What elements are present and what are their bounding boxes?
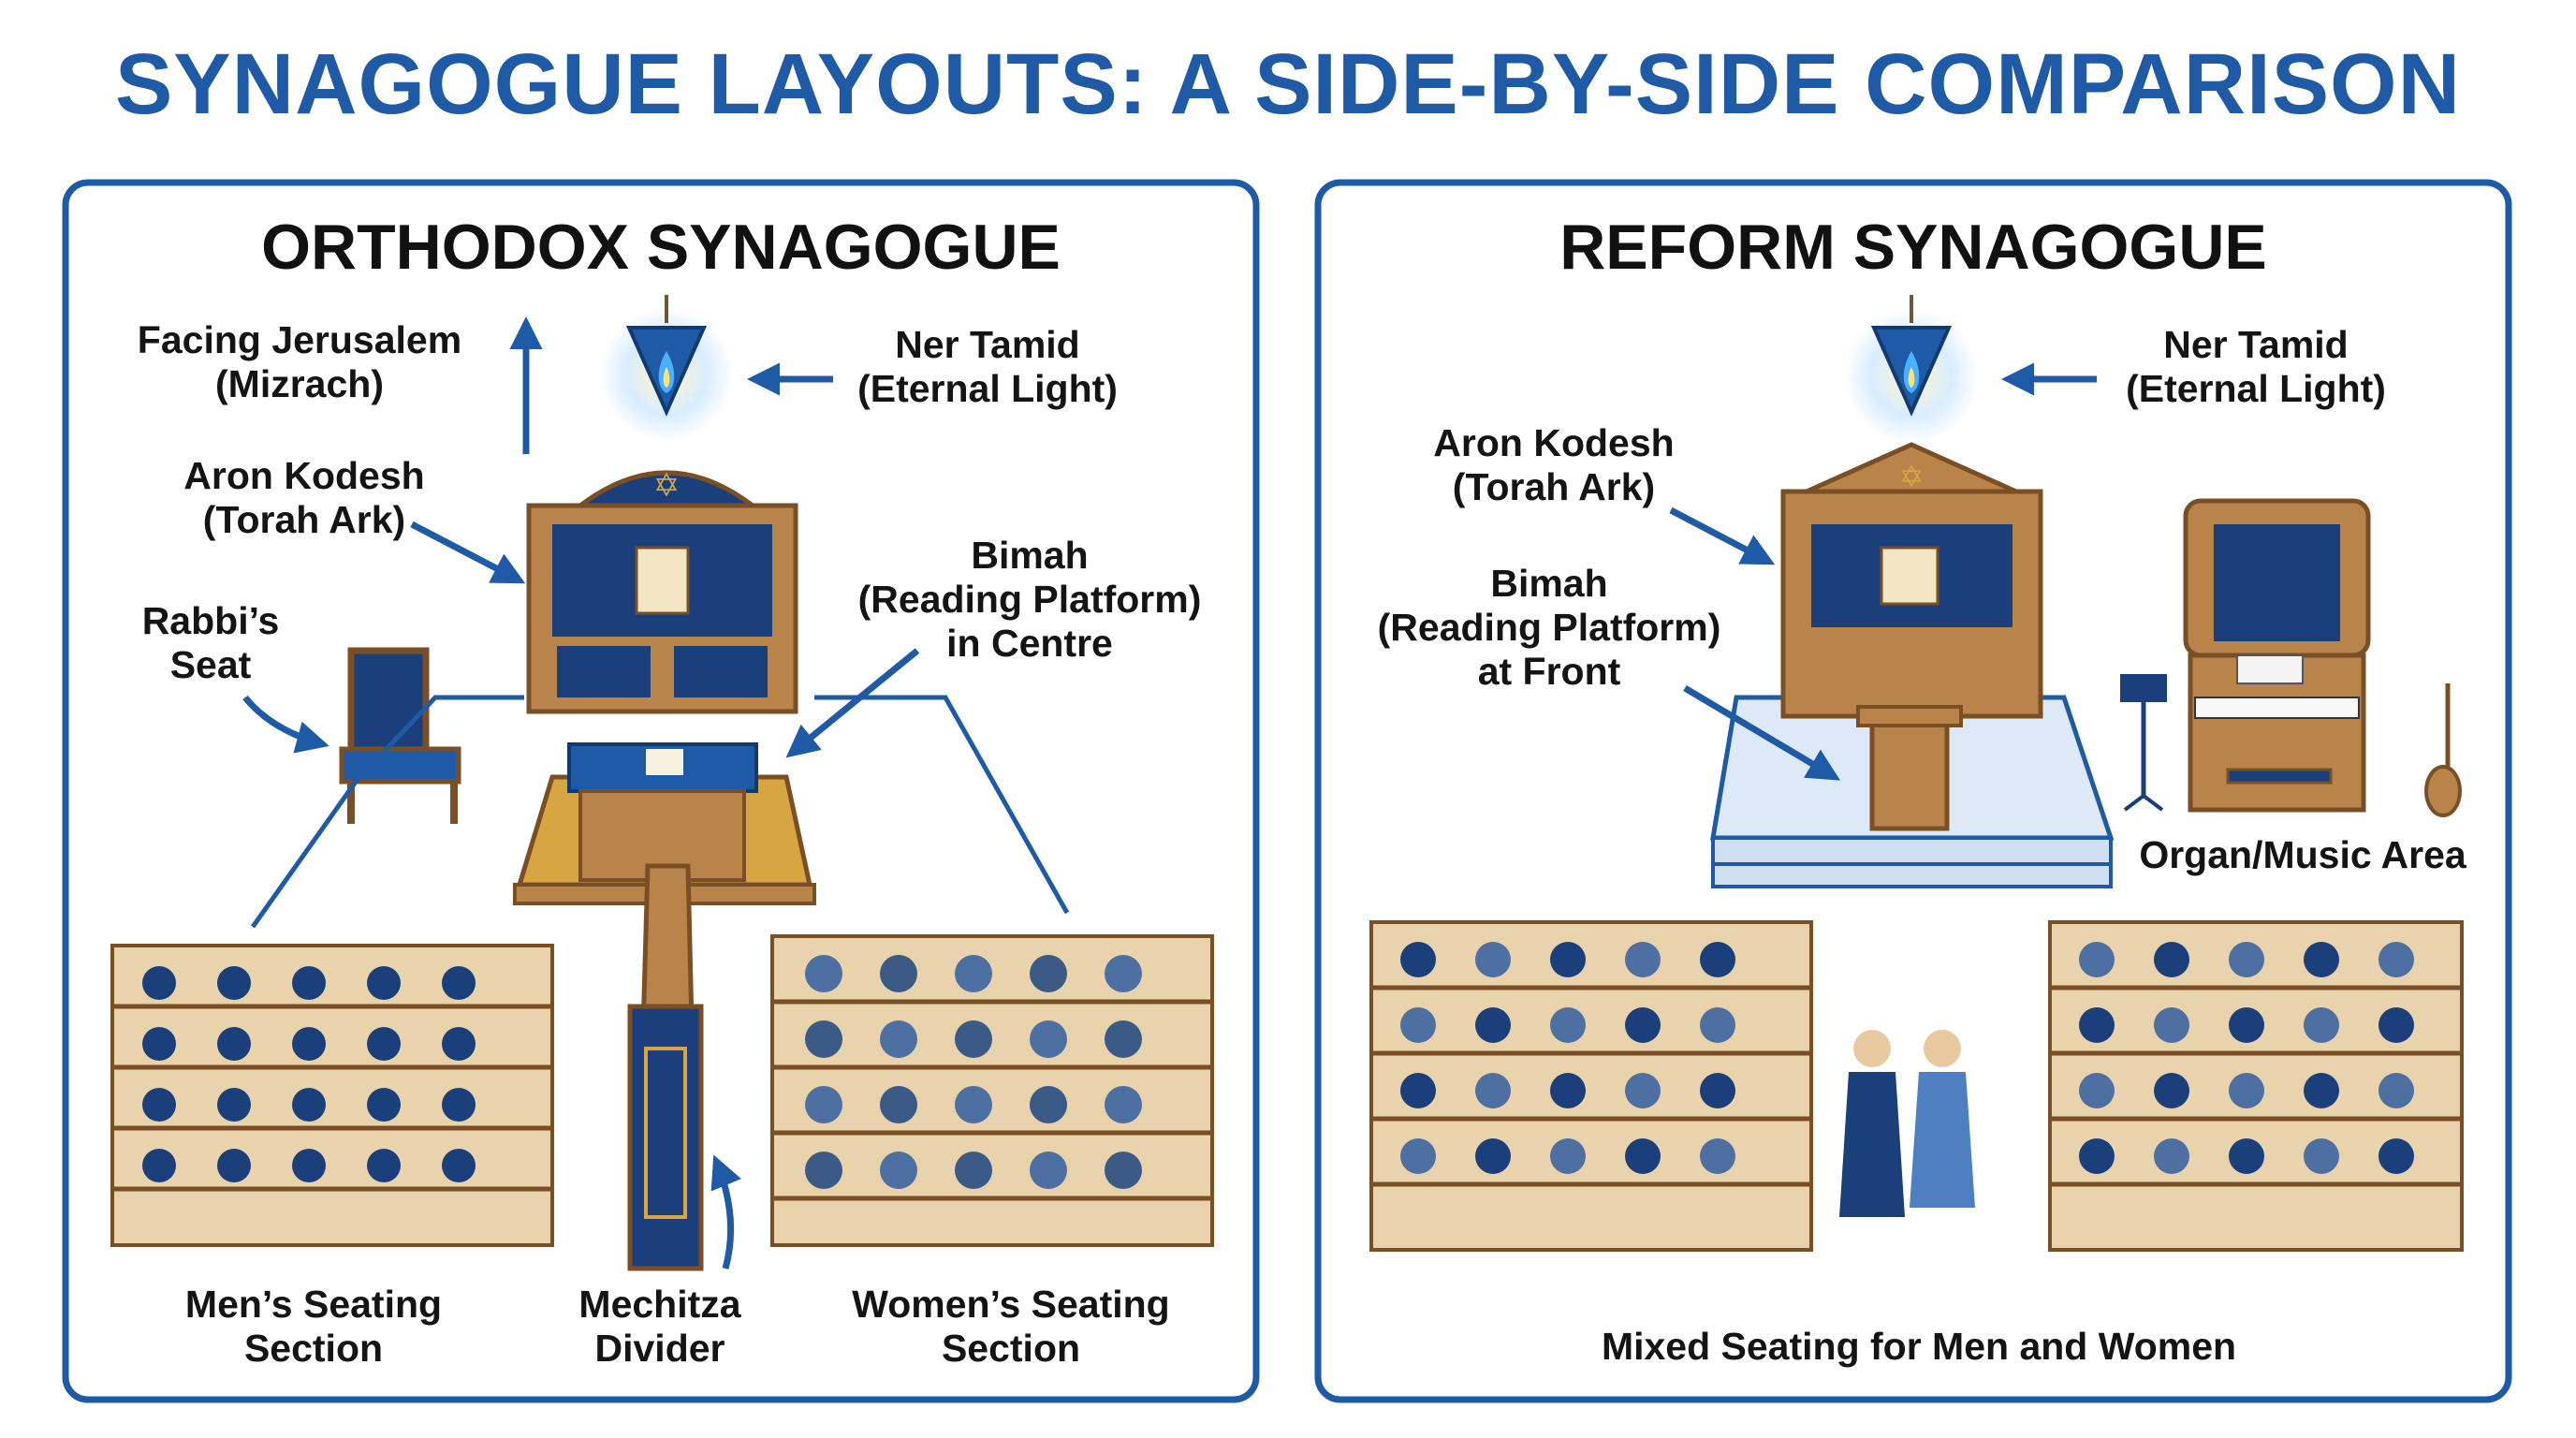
reform-bimah-line1: Bimah: [1490, 562, 1608, 605]
reform-bimah-line3: at Front: [1477, 650, 1621, 694]
aron-kodesh-line2: (Torah Ark): [202, 498, 406, 542]
mens-seating-line2: Section: [243, 1327, 384, 1371]
bimah-arrow: [785, 648, 920, 758]
reform-aron-arrow: [1669, 506, 1776, 565]
reform-aron-line1: Aron Kodesh: [1433, 421, 1675, 464]
facing-jerusalem-line2: (Mizrach): [215, 362, 384, 406]
facing-jerusalem-line1: Facing Jerusalem: [137, 318, 462, 361]
mechitza-line2: Divider: [594, 1327, 725, 1371]
reform-lectern: [1856, 705, 1963, 831]
ner-tamid-label: Ner Tamid (Eternal Light): [838, 323, 1137, 411]
reform-seating-right: [2048, 920, 2464, 1252]
music-stand-icon: [2120, 674, 2167, 812]
guitar-icon: [2424, 683, 2462, 817]
bimah-line2: (Reading Platform): [857, 578, 1202, 622]
facing-jerusalem-label: Facing Jerusalem (Mizrach): [131, 318, 468, 406]
reform-aron-kodesh-label: Aron Kodesh (Torah Ark): [1409, 421, 1699, 509]
rabbi-seat-line1: Rabbi’s: [141, 599, 280, 642]
reform-bimah-arrow: [1683, 684, 1841, 781]
svg-text:✡: ✡: [1899, 460, 1925, 493]
rabbi-seat-label: Rabbi’s Seat: [126, 599, 295, 687]
mechitza-arrow: [710, 1154, 741, 1269]
reform-aron-kodesh-ark: ✡: [1780, 442, 2043, 719]
mens-seating-label: Men’s Seating Section: [150, 1283, 477, 1371]
bimah-line1: Bimah: [971, 534, 1089, 577]
womens-seating-label: Women’s Seating Section: [824, 1283, 1198, 1371]
reform-seating-left: [1369, 920, 1813, 1252]
reform-bimah-label: Bimah (Reading Platform) at Front: [1362, 562, 1736, 694]
orthodox-title: ORTHODOX SYNAGOGUE: [261, 212, 1061, 283]
reform-ner-tamid-lamp-icon: [1844, 295, 1979, 444]
aron-arrow: [410, 521, 526, 584]
ner-tamid-line2: (Eternal Light): [857, 367, 1118, 411]
bimah-line3: in Centre: [946, 622, 1113, 666]
reform-bimah-line2: (Reading Platform): [1377, 606, 1721, 650]
mens-seating-section: [110, 944, 554, 1247]
rabbi-arrow: [242, 695, 329, 754]
reform-ner-line1: Ner Tamid: [2163, 323, 2349, 366]
rabbi-seat-chair: [339, 647, 461, 824]
ner-tamid-lamp-icon: [599, 295, 734, 442]
ner-tamid-line1: Ner Tamid: [895, 323, 1080, 366]
womens-seating-line2: Section: [941, 1327, 1081, 1371]
mens-seating-line1: Men’s Seating: [184, 1283, 443, 1326]
connector-lines: [250, 695, 524, 929]
reform-aron-line2: (Torah Ark): [1452, 465, 1656, 509]
aron-kodesh-label: Aron Kodesh (Torah Ark): [159, 454, 449, 542]
reform-title: REFORM SYNAGOGUE: [1559, 212, 2267, 283]
aron-kodesh-ark: ✡: [526, 468, 798, 714]
mechitza-label: Mechitza Divider: [552, 1283, 768, 1371]
mixed-seating-label: Mixed Seating for Men and Women: [1601, 1325, 2237, 1368]
bimah-label: Bimah (Reading Platform) in Centre: [842, 534, 1217, 666]
standing-people-icon: [1839, 1030, 1975, 1217]
rabbi-seat-line2: Seat: [169, 643, 252, 687]
main-title: SYNAGOGUE LAYOUTS: A SIDE-BY-SIDE COMPAR…: [114, 37, 2462, 132]
aron-kodesh-line1: Aron Kodesh: [183, 454, 425, 497]
mechitza-line1: Mechitza: [578, 1283, 741, 1326]
womens-seating-line1: Women’s Seating: [852, 1283, 1170, 1326]
organ-icon: [2183, 498, 2371, 813]
reform-ner-line2: (Eternal Light): [2126, 367, 2386, 411]
womens-seating-section: [770, 934, 1214, 1247]
organ-music-label: Organ/Music Area: [2139, 833, 2466, 876]
bimah-center-platform: [513, 742, 816, 905]
reform-ner-tamid-label: Ner Tamid (Eternal Light): [2101, 323, 2410, 411]
mechitza-divider-panel: [627, 863, 704, 1271]
svg-text:✡: ✡: [653, 468, 681, 504]
